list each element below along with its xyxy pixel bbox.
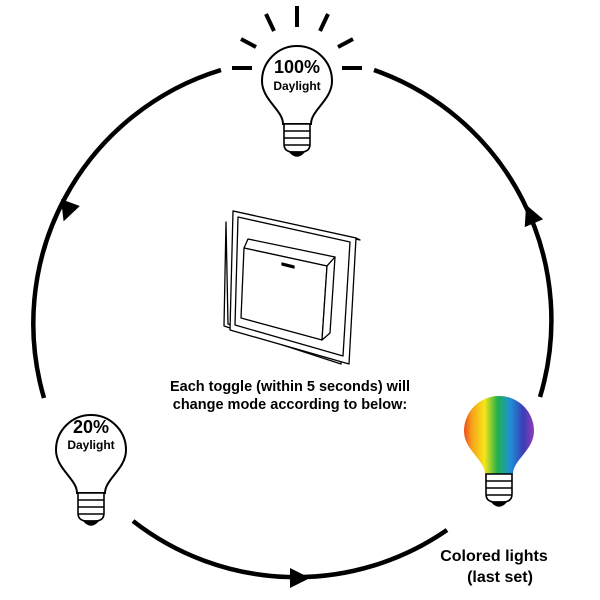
arrowheads (61, 199, 544, 588)
arc-left-to-right (131, 519, 449, 580)
bulb-20-daylight: 20% Daylight (55, 414, 127, 526)
colored-lights-label: Colored lights (440, 548, 548, 565)
switch-rocker-side (321, 256, 336, 341)
arrowhead-down-left (61, 199, 80, 222)
bulb-20-percent: 20% (73, 417, 109, 437)
bulb-20-label: Daylight (67, 438, 114, 452)
rainbow-bulb-glass (464, 396, 534, 474)
instruction-line-2: change mode according to below: (172, 397, 408, 413)
light-switch-icon (223, 210, 361, 365)
bulb-100-label: Daylight (273, 79, 320, 93)
bulb-100-daylight: 100% Daylight (261, 45, 333, 157)
switch-indicator (281, 262, 295, 269)
arrowhead-right-bottom (290, 568, 310, 588)
instruction-line-1: Each toggle (within 5 seconds) will (169, 379, 411, 395)
arrowhead-up-right (524, 204, 544, 228)
bulb-base (283, 123, 311, 157)
arc-top-to-left (31, 67, 222, 399)
instruction-text: Each toggle (within 5 seconds) will chan… (130, 378, 450, 414)
colored-lights-sublabel: (last set) (467, 569, 533, 586)
bulb-base (77, 492, 105, 526)
bulb-base (485, 473, 513, 507)
bulb-100-percent: 100% (274, 57, 320, 77)
cycle-arrows (31, 67, 554, 580)
arc-right-to-top (373, 67, 554, 398)
bulb-colored-lights (464, 396, 534, 507)
light-rays-icon (232, 6, 362, 70)
